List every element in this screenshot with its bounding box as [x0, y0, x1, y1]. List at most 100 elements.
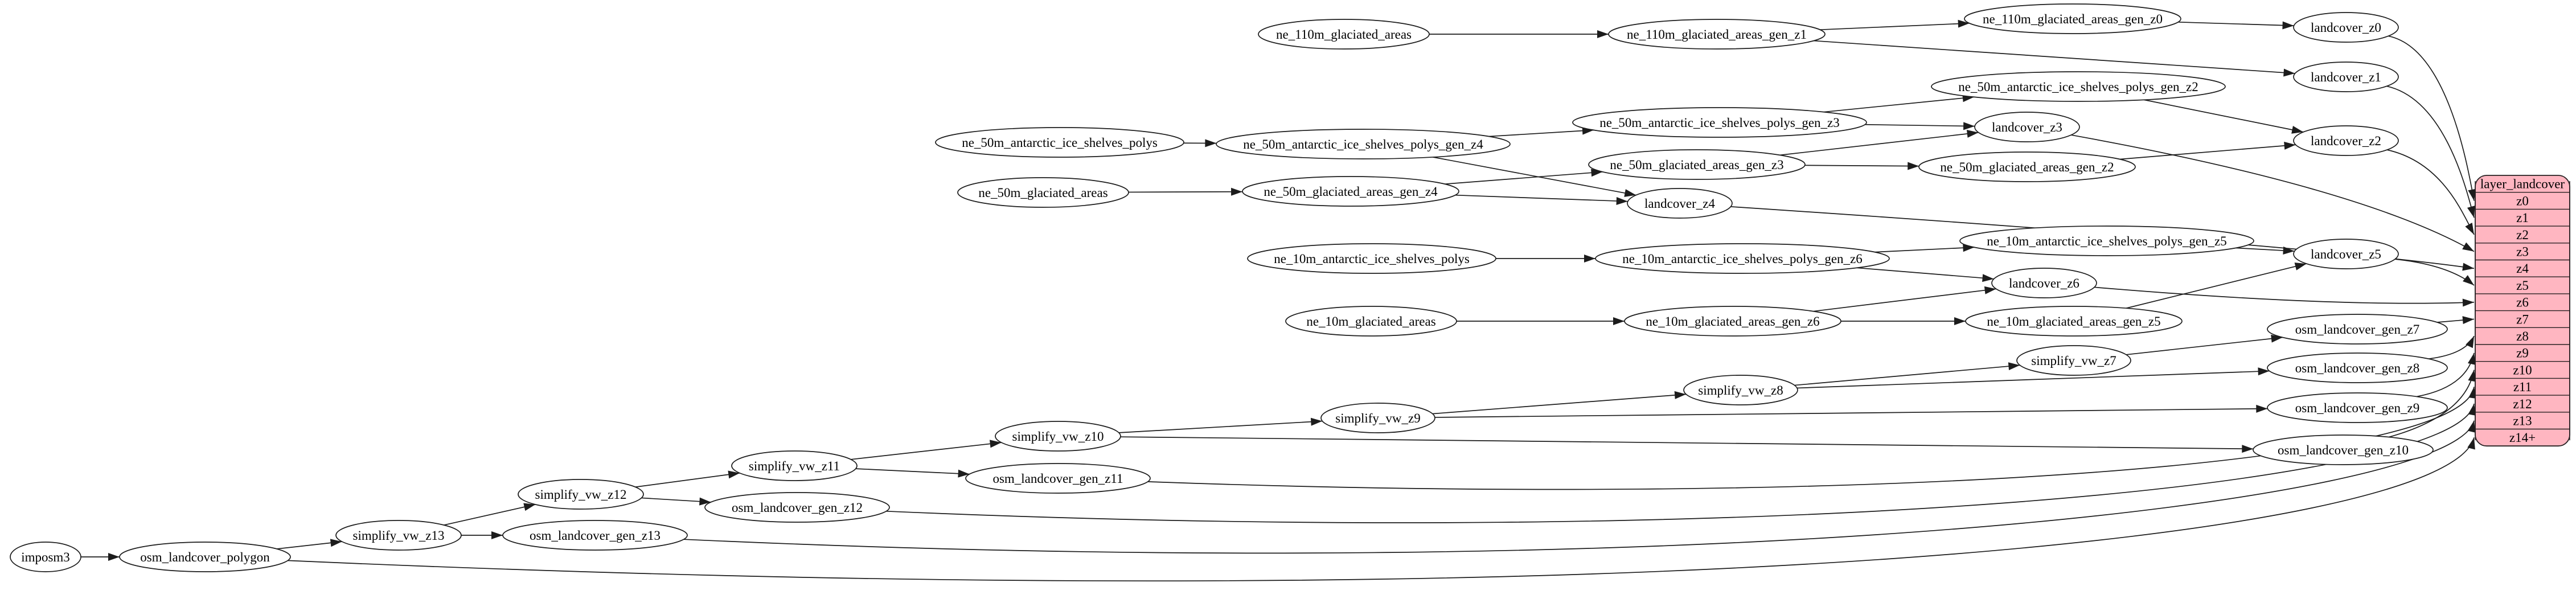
node-simplify_vw_z13: simplify_vw_z13	[335, 520, 462, 551]
edge-simplify_vw_z9-to-simplify_vw_z8	[1432, 391, 1687, 415]
node-ellipse	[10, 542, 81, 572]
edge-ne_10m_antarctic_ice_shelves_polys_gen_z6-to-ne_10m_antarctic_ice_shelves_polys_gen_z5	[1874, 244, 1975, 253]
edge-ne_50m_glaciated_areas_gen_z2-to-landcover_z2	[2119, 141, 2296, 160]
edge-simplify_vw_z12-to-simplify_vw_z11	[635, 470, 740, 488]
node-ellipse	[335, 520, 462, 551]
node-ellipse	[1242, 176, 1459, 207]
node-landcover_z6: landcover_z6	[1991, 268, 2097, 298]
table-row-label-z9: z9	[2516, 346, 2529, 360]
table-row-label-z10: z10	[2513, 363, 2532, 377]
edge-ne_50m_antarctic_ice_shelves_polys_gen_z4-to-landcover_z4	[1433, 157, 1636, 197]
node-label-landcover_z0: landcover_z0	[2311, 20, 2381, 35]
node-simplify_vw_z8: simplify_vw_z8	[1683, 375, 1798, 405]
node-ellipse	[731, 450, 858, 481]
edge-ne_50m_glaciated_areas_gen_z3-to-landcover_z3	[1779, 130, 1979, 156]
node-label-simplify_vw_z7: simplify_vw_z7	[2031, 354, 2116, 368]
node-landcover_z4: landcover_z4	[1627, 188, 1733, 219]
table-row-label-z11: z11	[2513, 380, 2532, 394]
node-osm_landcover_gen_z10: osm_landcover_gen_z10	[2253, 434, 2434, 465]
edge-simplify_vw_z13-to-simplify_vw_z12	[444, 503, 536, 526]
node-landcover_z5: landcover_z5	[2293, 239, 2399, 269]
node-label-osm_landcover_gen_z7: osm_landcover_gen_z7	[2295, 322, 2419, 337]
table-row-label-z1: z1	[2516, 211, 2529, 225]
node-ne_50m_glaciated_areas_gen_z2: ne_50m_glaciated_areas_gen_z2	[1918, 151, 2136, 182]
edge-simplify_vw_z8-to-osm_landcover_gen_z8	[1797, 367, 2270, 389]
edge-simplify_vw_z12-to-osm_landcover_gen_z12	[641, 497, 711, 506]
edge-ne_110m_glaciated_areas_gen_z1-to-landcover_z1	[1814, 40, 2295, 77]
node-ellipse	[502, 520, 688, 551]
node-landcover_z2: landcover_z2	[2293, 125, 2399, 156]
node-label-ne_10m_glaciated_areas_gen_z5: ne_10m_glaciated_areas_gen_z5	[1987, 314, 2160, 329]
node-label-ne_110m_glaciated_areas: ne_110m_glaciated_areas	[1276, 27, 1412, 42]
node-osm_landcover_gen_z11: osm_landcover_gen_z11	[965, 463, 1151, 494]
node-label-osm_landcover_gen_z11: osm_landcover_gen_z11	[992, 471, 1123, 486]
node-label-simplify_vw_z9: simplify_vw_z9	[1335, 411, 1421, 425]
edge-simplify_vw_z11-to-simplify_vw_z10	[851, 440, 1002, 460]
edge-landcover_z2-to-layer-row-z2	[2386, 149, 2475, 235]
node-label-landcover_z6: landcover_z6	[2009, 276, 2079, 290]
node-ellipse	[2293, 61, 2399, 92]
node-ellipse	[1974, 112, 2080, 142]
node-ellipse	[2293, 239, 2399, 269]
table-row-label-z5: z5	[2516, 278, 2529, 293]
edge-ne_50m_antarctic_ice_shelves_polys_gen_z3-to-ne_50m_antarctic_ice_shelves_polys_gen_z2	[1824, 94, 1974, 113]
node-ne_10m_glaciated_areas: ne_10m_glaciated_areas	[1285, 306, 1457, 337]
edge-simplify_vw_z11-to-osm_landcover_gen_z11	[855, 468, 970, 478]
edge-landcover_z0-to-layer-row-z0	[2388, 35, 2476, 201]
edge-simplify_vw_z10-to-simplify_vw_z9	[1118, 417, 1323, 433]
node-label-simplify_vw_z13: simplify_vw_z13	[353, 528, 445, 543]
node-ellipse	[995, 421, 1121, 452]
node-ellipse	[1320, 403, 1435, 433]
edge-ne_10m_antarctic_ice_shelves_polys_gen_z6-to-landcover_z6	[1856, 267, 1994, 282]
node-label-osm_landcover_gen_z12: osm_landcover_gen_z12	[732, 501, 863, 515]
node-ellipse	[1965, 306, 2183, 337]
node-simplify_vw_z10: simplify_vw_z10	[995, 421, 1121, 452]
node-osm_landcover_gen_z12: osm_landcover_gen_z12	[704, 492, 890, 523]
edge-landcover_z1-to-layer-row-z1	[2386, 85, 2475, 218]
node-label-landcover_z3: landcover_z3	[1992, 120, 2062, 134]
node-ne_50m_antarctic_ice_shelves_polys_gen_z3: ne_50m_antarctic_ice_shelves_polys_gen_z…	[1572, 107, 1867, 138]
edge-ne_50m_antarctic_ice_shelves_polys_gen_z3-to-landcover_z3	[1865, 122, 1975, 130]
edge-ne_50m_glaciated_areas_gen_z4-to-ne_50m_glaciated_areas_gen_z3	[1445, 169, 1603, 185]
table-row-label-z14plus: z14+	[2509, 430, 2536, 445]
edge-osm_landcover_gen_z13-to-layer-row-z13	[683, 420, 2475, 554]
node-ne_110m_glaciated_areas: ne_110m_glaciated_areas	[1258, 19, 1430, 50]
node-label-ne_50m_glaciated_areas: ne_50m_glaciated_areas	[978, 186, 1107, 200]
edge-simplify_vw_z10-to-osm_landcover_gen_z10	[1120, 436, 2254, 453]
node-ellipse	[1991, 268, 2097, 298]
table-row-label-z0: z0	[2516, 194, 2529, 208]
node-label-simplify_vw_z12: simplify_vw_z12	[535, 487, 627, 502]
node-label-ne_110m_glaciated_areas_gen_z0: ne_110m_glaciated_areas_gen_z0	[1983, 12, 2163, 26]
node-ellipse	[2016, 345, 2131, 376]
node-osm_landcover_gen_z8: osm_landcover_gen_z8	[2267, 352, 2448, 383]
node-ellipse	[518, 479, 644, 510]
table-row-label-z6: z6	[2516, 296, 2529, 310]
node-osm_landcover_gen_z7: osm_landcover_gen_z7	[2267, 314, 2448, 345]
edge-simplify_vw_z9-to-osm_landcover_gen_z9	[1434, 404, 2268, 418]
table-row-label-z13: z13	[2513, 413, 2532, 428]
node-ellipse	[1216, 129, 1511, 159]
edge-osm_landcover_gen_z11-to-layer-row-z11	[1147, 387, 2477, 490]
node-ellipse	[2253, 434, 2434, 465]
node-ellipse	[1959, 225, 2254, 256]
edge-simplify_vw_z7-to-osm_landcover_gen_z7	[2126, 334, 2283, 355]
node-ne_10m_glaciated_areas_gen_z5: ne_10m_glaciated_areas_gen_z5	[1965, 306, 2183, 337]
node-label-landcover_z1: landcover_z1	[2311, 70, 2381, 84]
edge-osm_landcover_polygon-to-simplify_vw_z13	[276, 539, 342, 550]
node-ne_10m_antarctic_ice_shelves_polys: ne_10m_antarctic_ice_shelves_polys	[1247, 243, 1496, 274]
edge-osm_landcover_gen_z7-to-layer-row-z7	[2437, 316, 2475, 325]
node-label-ne_110m_glaciated_areas_gen_z1: ne_110m_glaciated_areas_gen_z1	[1627, 27, 1807, 42]
node-ellipse	[1683, 375, 1798, 405]
table-row-label-z12: z12	[2513, 397, 2532, 411]
node-ne_50m_antarctic_ice_shelves_polys_gen_z2: ne_50m_antarctic_ice_shelves_polys_gen_z…	[1931, 71, 2226, 102]
node-ne_110m_glaciated_areas_gen_z1: ne_110m_glaciated_areas_gen_z1	[1608, 19, 1826, 50]
node-landcover_z3: landcover_z3	[1974, 112, 2080, 142]
node-ellipse	[1931, 71, 2226, 102]
node-ellipse	[1247, 243, 1496, 274]
node-label-osm_landcover_gen_z9: osm_landcover_gen_z9	[2295, 401, 2419, 415]
node-simplify_vw_z9: simplify_vw_z9	[1320, 403, 1435, 433]
node-ne_50m_glaciated_areas_gen_z3: ne_50m_glaciated_areas_gen_z3	[1588, 149, 1806, 180]
edge-osm_landcover_gen_z10-to-layer-row-z10	[2389, 370, 2476, 438]
